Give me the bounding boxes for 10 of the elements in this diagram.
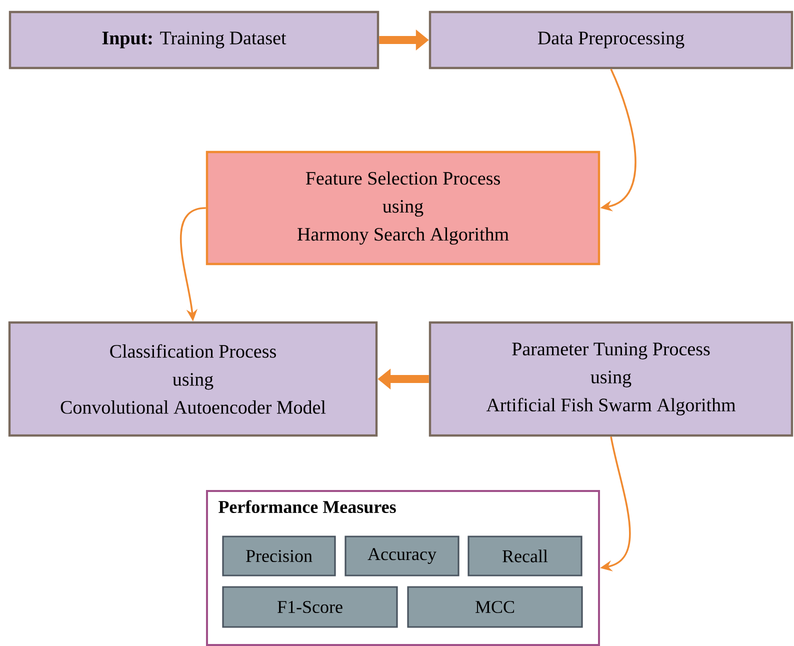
metric-box: Recall xyxy=(468,536,582,576)
metric-box: Accuracy xyxy=(344,536,460,576)
metric-box: Precision xyxy=(222,536,336,576)
process-box: Feature Selection Process using Harmony Search Algorithm xyxy=(206,150,600,266)
process-box: Classification Process using Convolutional Autoencoder Model xyxy=(8,321,378,437)
process-box: Data Preprocessing xyxy=(428,10,794,70)
process-box: Parameter Tuning Process using Artificial Fish Swarm Algorithm xyxy=(428,321,794,437)
metric-box: F1-Score xyxy=(222,586,398,628)
metric-box: MCC xyxy=(407,586,583,628)
process-box: Input: Training Dataset xyxy=(8,10,380,70)
